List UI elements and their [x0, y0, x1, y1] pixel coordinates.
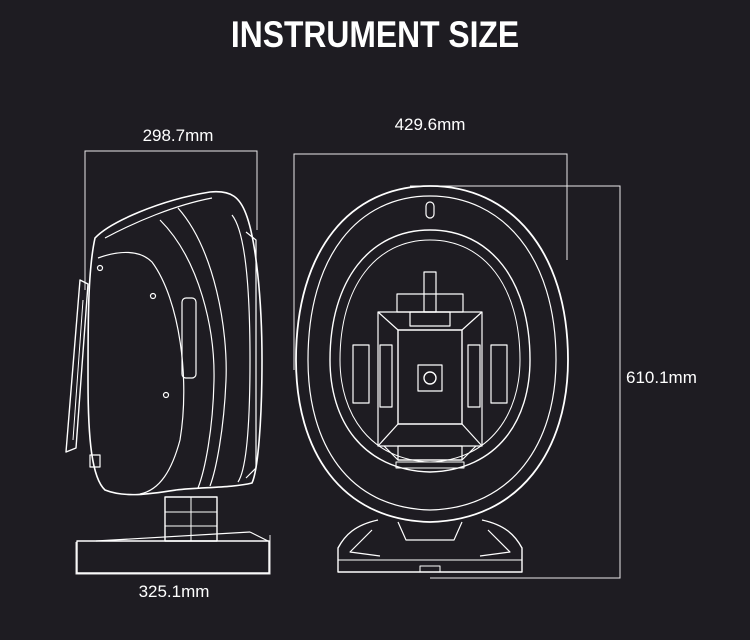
side-width-label: 298.7mm: [142, 126, 214, 145]
front-width-label: 429.6mm: [394, 115, 466, 134]
side-panel: [65, 279, 89, 453]
front-face-opening: [329, 229, 531, 473]
side-base-plate: [76, 540, 270, 574]
base-width-label: 325.1mm: [138, 582, 210, 601]
front-outer-shell: [295, 185, 569, 523]
height-label: 610.1mm: [626, 368, 697, 387]
height-guide: [410, 185, 621, 579]
base-width-guide: [75, 535, 271, 575]
page-title: INSTRUMENT SIZE: [230, 14, 520, 55]
side-width-guide: [84, 150, 258, 290]
front-view: [295, 185, 569, 573]
dimension-lines: [75, 150, 621, 579]
side-shell: [87, 190, 263, 496]
front-stand: [337, 519, 523, 573]
side-view: [65, 190, 270, 574]
front-camera: [417, 364, 443, 392]
front-width-guide: [293, 153, 568, 370]
